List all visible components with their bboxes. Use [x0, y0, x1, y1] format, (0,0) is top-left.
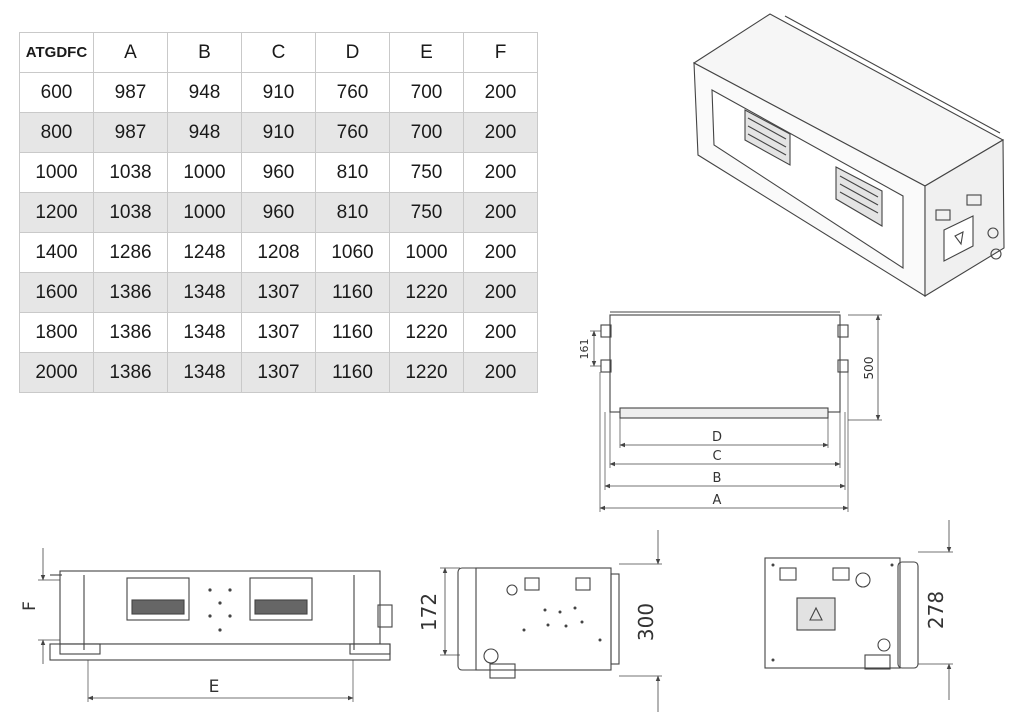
- side-view-right: [764, 520, 953, 700]
- table-header-row: ATGDFC A B C D E F: [19, 32, 538, 73]
- isometric-unit: [692, 13, 1005, 297]
- table-cell-value: 1386: [93, 352, 168, 393]
- table-cell-value: 750: [389, 152, 464, 193]
- header-a: A: [93, 32, 168, 73]
- table-cell-value: 1220: [389, 352, 464, 393]
- table-cell-value: 1000: [167, 152, 242, 193]
- side-view-left: [440, 530, 662, 712]
- table-cell-value: 1348: [167, 272, 242, 313]
- dim-a-label: A: [713, 493, 722, 508]
- table-cell-value: 200: [463, 272, 538, 313]
- table-cell-value: 910: [241, 112, 316, 153]
- table-cell-value: 200: [463, 112, 538, 153]
- table-cell-value: 1000: [167, 192, 242, 233]
- table-cell-value: 810: [315, 192, 390, 233]
- table-cell-model: 800: [19, 112, 94, 153]
- table-cell-value: 200: [463, 192, 538, 233]
- table-cell-value: 948: [167, 112, 242, 153]
- table-cell-value: 1307: [241, 272, 316, 313]
- table-cell-model: 2000: [19, 352, 94, 393]
- table-cell-value: 1038: [93, 192, 168, 233]
- table-cell-value: 810: [315, 152, 390, 193]
- table-cell-value: 1220: [389, 272, 464, 313]
- table-cell-value: 1220: [389, 312, 464, 353]
- table-cell-value: 200: [463, 152, 538, 193]
- dim-300-label: 300: [634, 603, 658, 641]
- table-cell-value: 1307: [241, 312, 316, 353]
- table-cell-value: 200: [463, 72, 538, 113]
- dim-172-label: 172: [417, 593, 441, 631]
- table-cell-value: 1386: [93, 312, 168, 353]
- dim-d-label: D: [712, 430, 722, 445]
- table-cell-value: 1160: [315, 352, 390, 393]
- front-view: [38, 548, 393, 702]
- table-cell-model: 600: [19, 72, 94, 113]
- table-cell-value: 987: [93, 112, 168, 153]
- header-f: F: [463, 32, 538, 73]
- table-cell-value: 760: [315, 72, 390, 113]
- dim-c-label: C: [712, 449, 721, 464]
- dim-e-label: E: [209, 677, 220, 697]
- table-cell-value: 1348: [167, 352, 242, 393]
- header-c: C: [241, 32, 316, 73]
- table-cell-value: 1208: [241, 232, 316, 273]
- dim-f-label: F: [20, 601, 40, 611]
- table-cell-value: 1000: [389, 232, 464, 273]
- header-model: ATGDFC: [19, 32, 94, 73]
- table-cell-value: 1248: [167, 232, 242, 273]
- dim-500-label: 500: [862, 357, 876, 380]
- table-cell-value: 1160: [315, 312, 390, 353]
- table-cell-model: 1200: [19, 192, 94, 233]
- table-cell-value: 700: [389, 72, 464, 113]
- table-cell-value: 750: [389, 192, 464, 233]
- table-cell-value: 1060: [315, 232, 390, 273]
- table-cell-value: 1307: [241, 352, 316, 393]
- table-cell-value: 200: [463, 312, 538, 353]
- table-cell-value: 1160: [315, 272, 390, 313]
- table-cell-model: 1000: [19, 152, 94, 193]
- table-cell-value: 1286: [93, 232, 168, 273]
- table-cell-value: 200: [463, 352, 538, 393]
- table-cell-model: 1800: [19, 312, 94, 353]
- dim-b-label: B: [713, 471, 722, 486]
- table-cell-value: 948: [167, 72, 242, 113]
- dim-278-label: 278: [924, 591, 948, 629]
- side-view-right-dots: [771, 563, 894, 662]
- table-cell-value: 1386: [93, 272, 168, 313]
- table-cell-value: 960: [241, 192, 316, 233]
- top-view: [590, 311, 882, 512]
- side-view-left-dots: [522, 606, 602, 642]
- front-view-dots: [208, 588, 232, 632]
- dim-161-label: 161: [578, 339, 591, 360]
